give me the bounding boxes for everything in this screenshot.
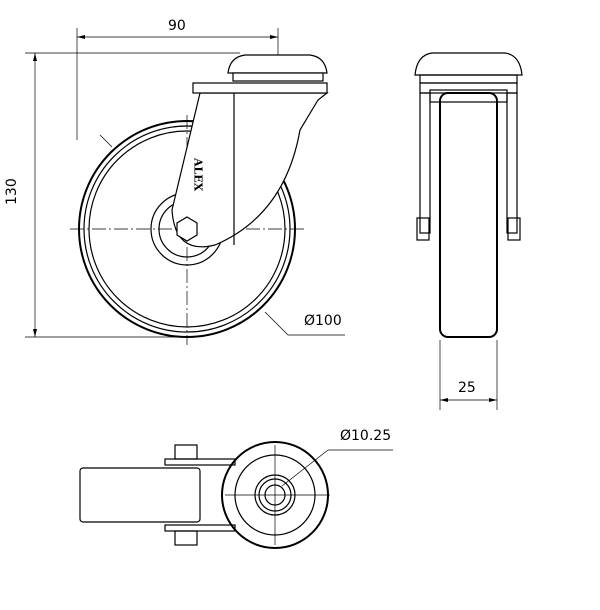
dimension-height — [25, 52, 240, 338]
bottom-view — [79, 441, 393, 549]
wheel-diameter-label: Ø100 — [304, 313, 342, 329]
side-view — [414, 52, 523, 410]
front-view: ALEX — [70, 54, 345, 345]
wheel-width-label: 25 — [458, 380, 476, 396]
width-dimension-label: 90 — [168, 18, 186, 34]
height-dimension-label: 130 — [4, 178, 20, 205]
alex-logo: ALEX — [192, 157, 205, 192]
bolt-hole-diameter-label: Ø10.25 — [340, 428, 392, 444]
